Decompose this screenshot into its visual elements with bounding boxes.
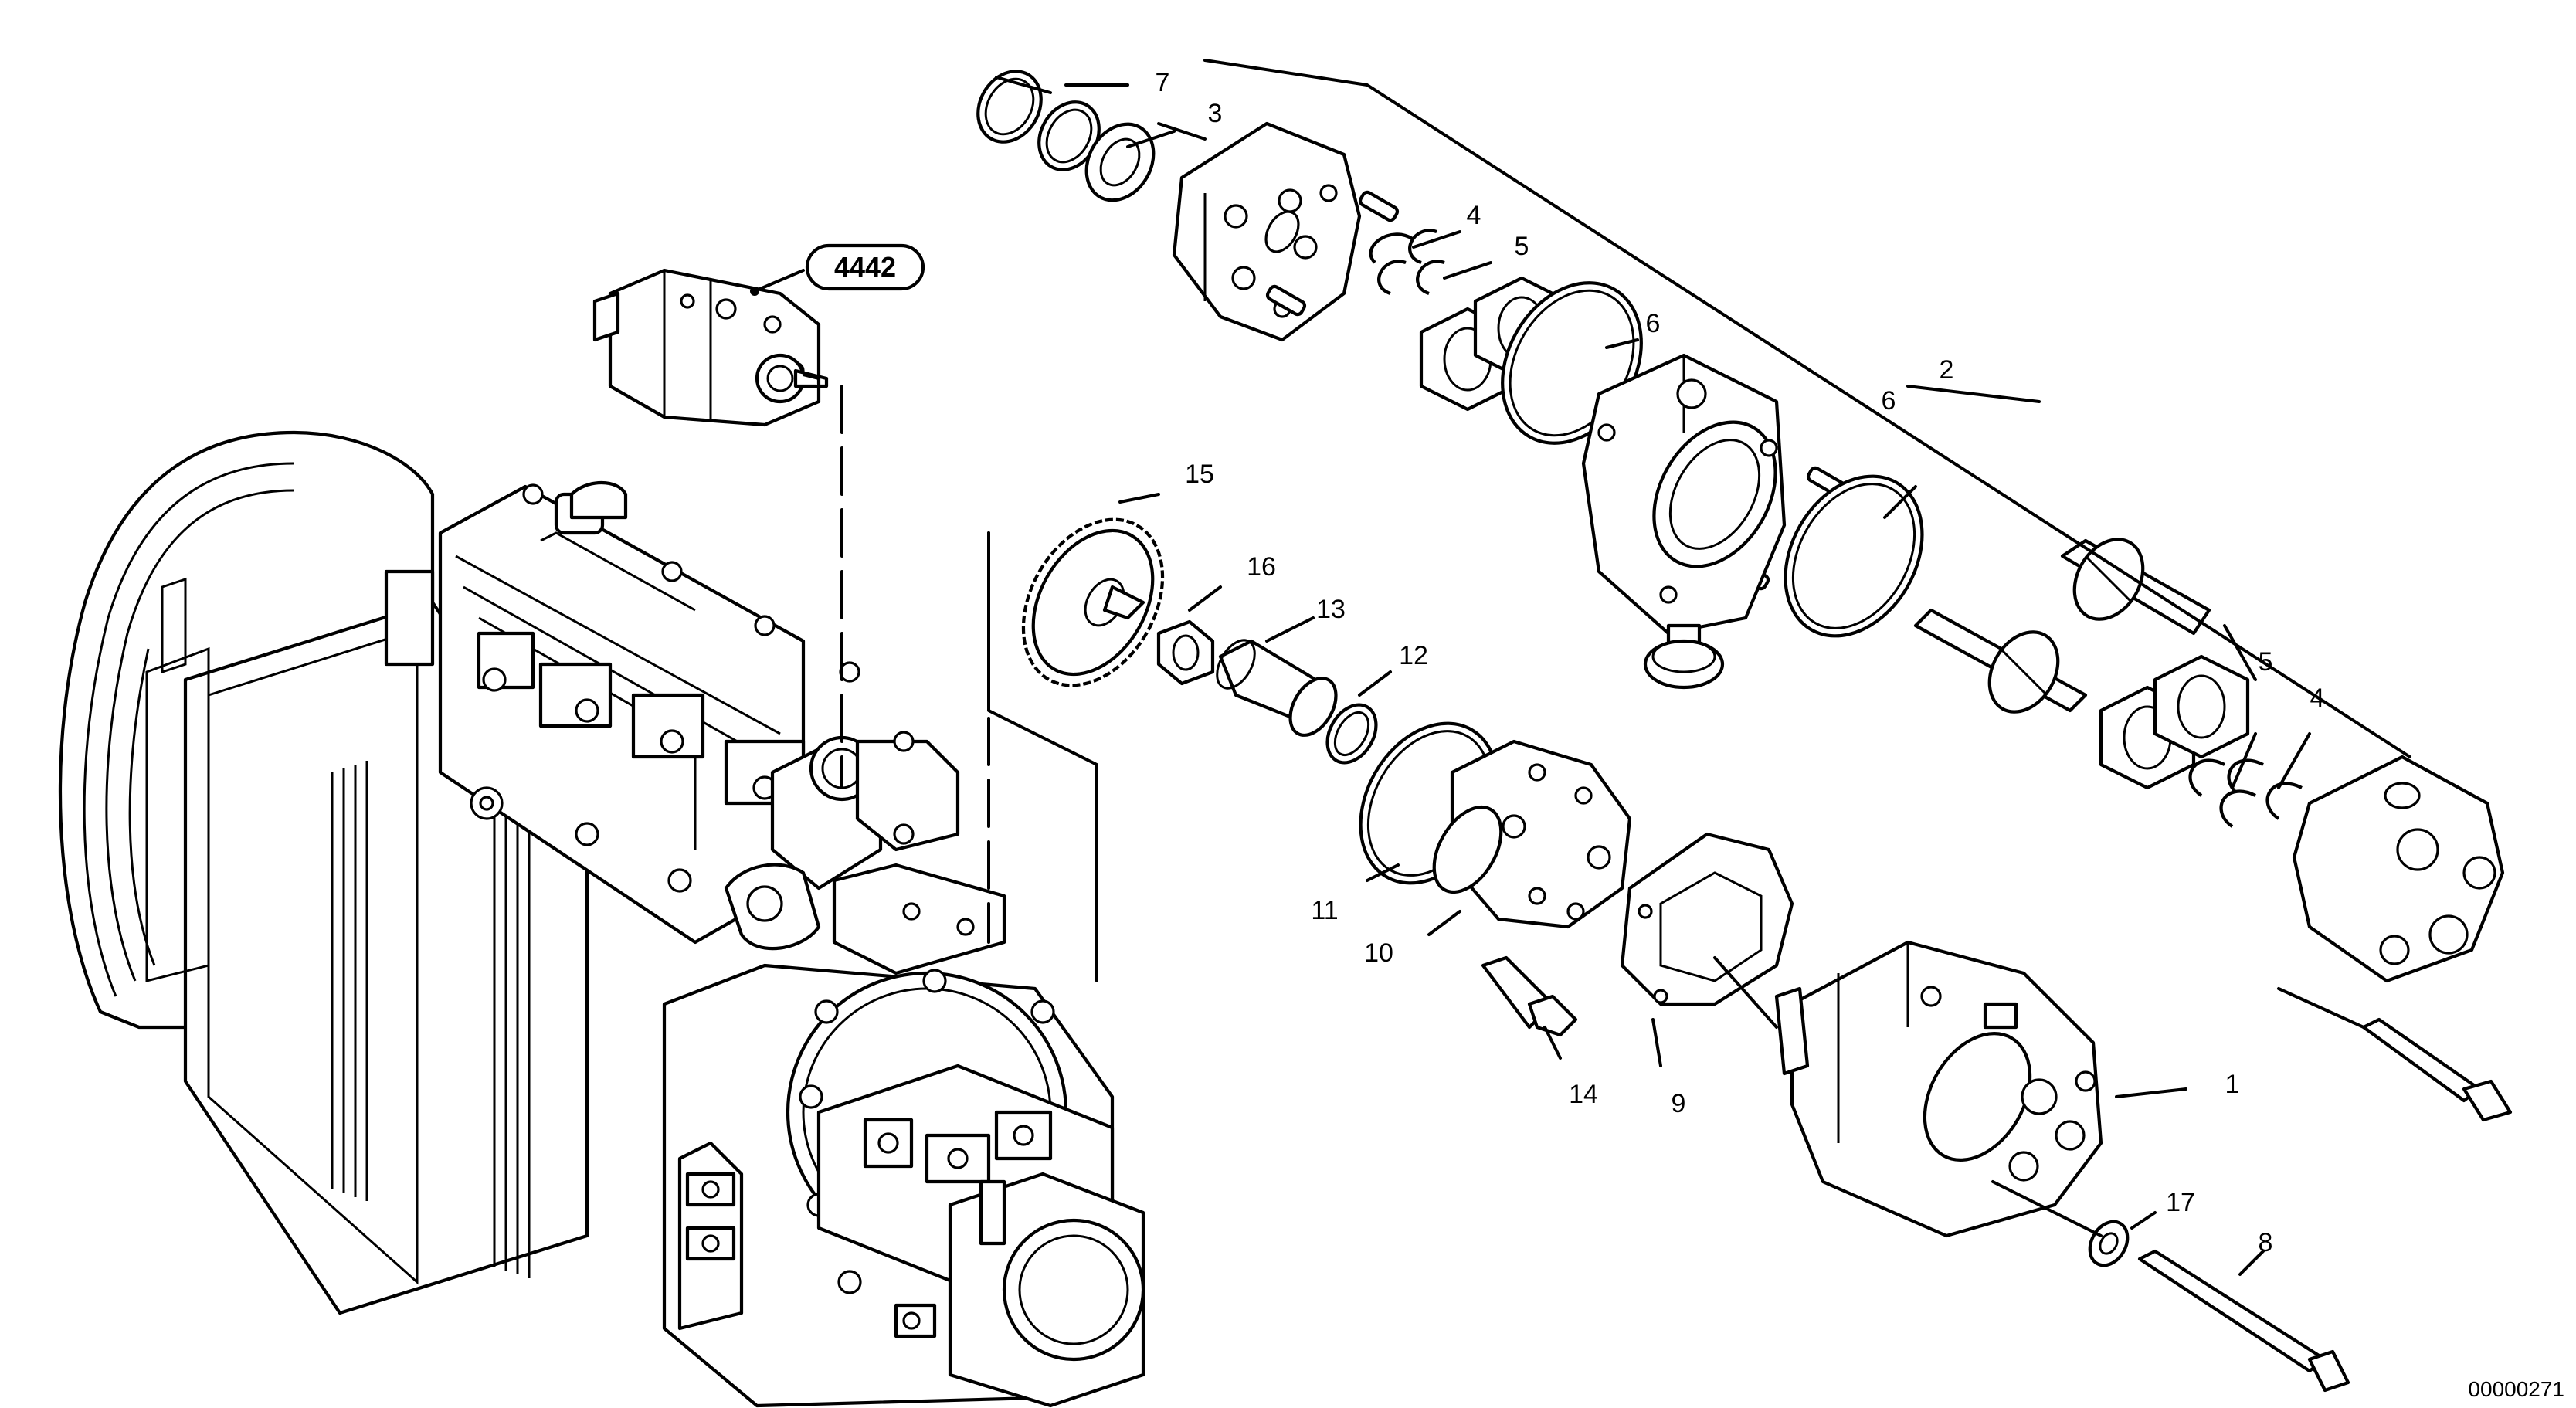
- callout-1: 1: [2225, 1070, 2240, 1099]
- auxiliary-gear-pump: [592, 268, 829, 427]
- bearing-bushings-lower: [2099, 654, 2250, 790]
- callout-labels: 7 3 4 5 6 2 6 5 4 15 16 13 12 11 10 14 9…: [1156, 68, 2325, 1257]
- callout-9: 9: [1672, 1089, 1686, 1118]
- pump-body: [1581, 353, 1787, 636]
- leader-lines: [995, 59, 2411, 1276]
- turbocharger: [724, 731, 1006, 975]
- callout-10: 10: [1364, 938, 1393, 968]
- drawing-number: 00000271: [2468, 1377, 2564, 1401]
- washer-17: [2088, 1220, 2130, 1267]
- callout-16: 16: [1247, 552, 1276, 582]
- drain-plug: [1643, 623, 1725, 690]
- retaining-rings-upper: [1369, 229, 1445, 295]
- gasket-9: [1620, 832, 1794, 1006]
- reference-tag: 4442: [805, 243, 925, 291]
- hex-nut-16: [1156, 619, 1215, 686]
- rear-cover: [2292, 755, 2505, 983]
- callout-8: 8: [2259, 1228, 2273, 1257]
- main-pump-housing: [662, 963, 1145, 1408]
- engine-block: [384, 480, 860, 945]
- bolt-8: [2137, 1249, 2350, 1393]
- bolt-long-upper: [2361, 1017, 2513, 1122]
- retaining-rings-lower: [2188, 758, 2303, 828]
- mounting-flange-10: [1432, 739, 1632, 929]
- callout-14: 14: [1569, 1080, 1598, 1109]
- engine-assembly: [58, 430, 1145, 1408]
- callout-15: 15: [1185, 460, 1214, 489]
- callout-4-upper: 4: [1467, 201, 1481, 230]
- callout-13: 13: [1316, 595, 1346, 624]
- gear-shafts: [1913, 538, 2211, 714]
- callout-12: 12: [1399, 641, 1428, 670]
- snap-ring-12: [1325, 703, 1378, 765]
- callout-2: 2: [1940, 355, 1954, 385]
- callout-7: 7: [1156, 68, 1170, 97]
- callout-5-lower: 5: [2259, 647, 2273, 677]
- callout-17: 17: [2166, 1188, 2195, 1217]
- callout-11: 11: [1311, 896, 1338, 925]
- gear-pump-1: [1774, 940, 2103, 1238]
- callout-3: 3: [1208, 99, 1223, 128]
- callout-4-lower: 4: [2310, 684, 2325, 713]
- front-cover: [1172, 121, 1362, 342]
- callout-6-upper: 6: [1646, 309, 1661, 338]
- callout-6-lower: 6: [1882, 386, 1896, 416]
- snap-ring-7: [976, 70, 1101, 171]
- callout-5-upper: 5: [1515, 232, 1529, 261]
- alignment-lines: [840, 385, 1098, 982]
- sleeve-13: [1216, 639, 1338, 737]
- drive-gear-15: [1021, 517, 1165, 687]
- fitting-14: [1481, 955, 1578, 1037]
- reference-tag-label: 4442: [834, 251, 896, 283]
